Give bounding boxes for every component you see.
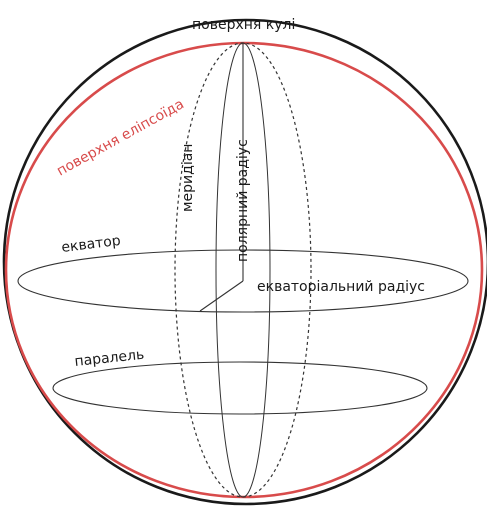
- sphere-surface-label: поверхня кулі: [192, 17, 295, 33]
- parallel-ellipse: [53, 362, 427, 414]
- ellipsoid-surface-label: поверхня еліпсоїда: [54, 96, 187, 179]
- equator-label: екватор: [61, 233, 122, 256]
- meridian-label: меридіан: [180, 144, 196, 212]
- equatorial-radius-label: екваторіальний радіус: [257, 279, 425, 295]
- equatorial-radius-line: [200, 281, 243, 311]
- polar-radius-label: полярний радіус: [235, 139, 251, 262]
- ellipsoid-outline: [6, 43, 482, 497]
